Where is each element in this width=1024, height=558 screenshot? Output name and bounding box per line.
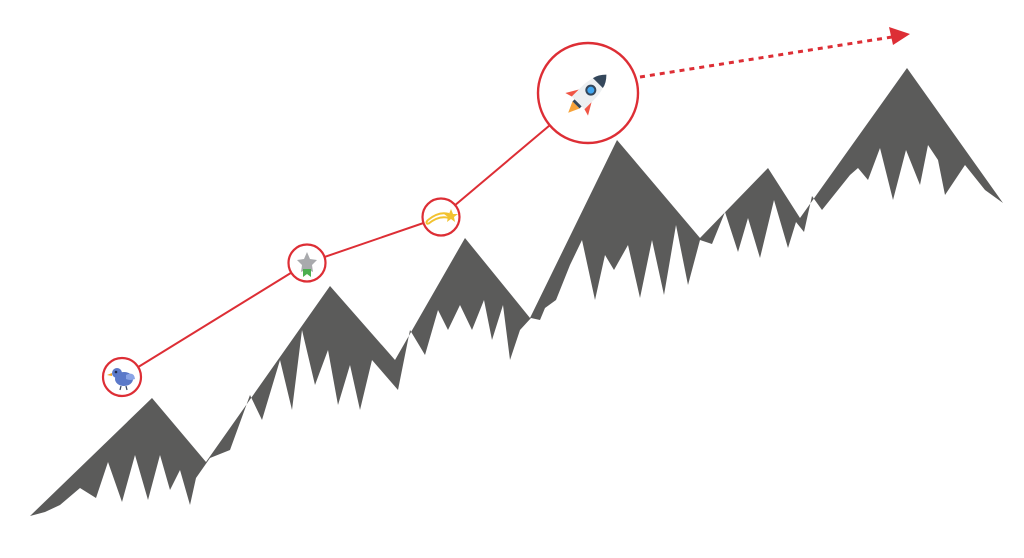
path-segment-2 [306, 216, 442, 264]
rocket-icon [565, 74, 607, 116]
milestone-bird [101, 356, 143, 398]
shooting-star-icon [425, 209, 458, 225]
milestone-rocket [536, 41, 640, 145]
mountain-range [30, 68, 1003, 516]
arrow-head [889, 27, 910, 45]
milestone-star-medal [287, 243, 327, 283]
mountain-silhouette [30, 68, 1003, 516]
continuation-arrow [639, 27, 910, 79]
dotted-arrow-line [639, 35, 893, 79]
path-segment-1 [121, 262, 308, 378]
star-medal-icon [297, 252, 317, 277]
milestone-shooting-star [421, 197, 461, 237]
bird-icon [107, 368, 135, 391]
